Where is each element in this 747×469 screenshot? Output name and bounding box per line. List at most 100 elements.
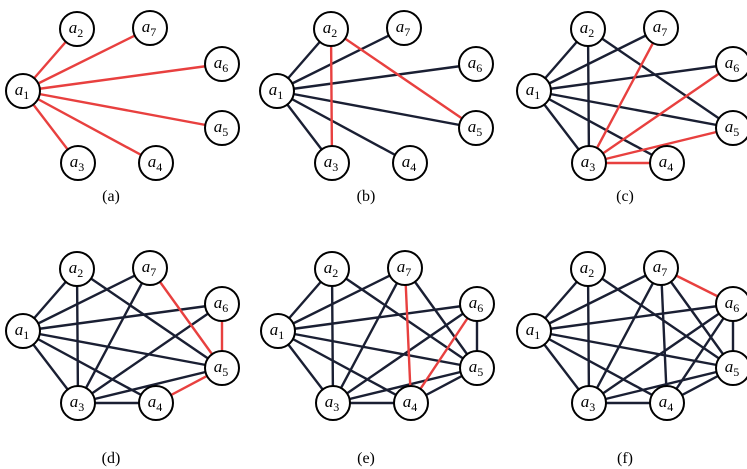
node-subscript: 5 — [222, 365, 228, 379]
edge-5-7 — [659, 266, 735, 370]
node-a1: a1 — [5, 73, 41, 109]
node-circle — [516, 73, 552, 109]
highlighted-edge-1-7 — [21, 26, 152, 93]
node-circle — [5, 313, 41, 349]
node-circle — [259, 73, 295, 109]
edge-2-3 — [586, 267, 591, 405]
node-a7: a7 — [643, 250, 679, 286]
node-a7: a7 — [387, 250, 423, 286]
node-subscript: 7 — [661, 25, 667, 39]
edge-3-7 — [76, 266, 152, 405]
node-a6: a6 — [204, 286, 240, 322]
node-circle — [315, 385, 351, 421]
node-subscript: 4 — [156, 400, 162, 414]
node-a4: a4 — [649, 385, 685, 421]
node-a2: a2 — [313, 11, 349, 47]
node-circle — [314, 145, 350, 181]
edge-1-5 — [275, 89, 478, 130]
highlighted-edge-4-7 — [403, 266, 413, 405]
node-a2: a2 — [59, 251, 95, 287]
highlighted-edge-5-7 — [148, 266, 224, 370]
node-subscript: 4 — [410, 160, 416, 174]
node-circle — [458, 46, 494, 82]
node-circle — [204, 350, 240, 386]
edge-2-3 — [75, 267, 80, 405]
node-circle — [132, 250, 168, 286]
node-subscript: 5 — [222, 125, 228, 139]
node-a4: a4 — [392, 145, 428, 181]
node-subscript: 1 — [277, 88, 283, 102]
node-subscript: 5 — [476, 125, 482, 139]
node-circle — [715, 286, 747, 322]
edge-3-5 — [331, 366, 479, 405]
node-a6: a6 — [459, 286, 495, 322]
node-a1: a1 — [260, 313, 296, 349]
node-a6: a6 — [715, 46, 747, 82]
node-a3: a3 — [315, 385, 351, 421]
edge-3-6 — [331, 302, 479, 405]
node-circle — [459, 286, 495, 322]
node-circle — [138, 145, 174, 181]
node-subscript: 5 — [733, 125, 739, 139]
node-subscript: 3 — [589, 400, 595, 414]
highlighted-edge-2-5 — [329, 27, 478, 130]
panel-caption: (b) — [357, 188, 376, 205]
highlighted-edge-3-6 — [587, 62, 735, 165]
node-subscript: 2 — [77, 266, 83, 280]
node-circle — [516, 313, 552, 349]
edge-4-7 — [659, 266, 669, 405]
highlighted-edge-3-7 — [587, 26, 663, 165]
edge-2-5 — [586, 27, 735, 130]
node-circle — [204, 46, 240, 82]
edge-3-5 — [587, 366, 735, 405]
edge-2-5 — [75, 267, 224, 370]
highlighted-edge-4-6 — [409, 302, 479, 405]
edge-1-7 — [21, 266, 152, 333]
node-circle — [459, 350, 495, 386]
node-subscript: 2 — [77, 26, 83, 40]
node-a5: a5 — [204, 110, 240, 146]
node-a6: a6 — [204, 46, 240, 82]
highlighted-edge-2-3 — [329, 27, 334, 165]
node-subscript: 7 — [150, 25, 156, 39]
node-a7: a7 — [132, 10, 168, 46]
edge-1-4 — [21, 329, 158, 405]
node-subscript: 1 — [534, 328, 540, 342]
node-subscript: 2 — [588, 26, 594, 40]
node-circle — [571, 385, 607, 421]
edge-1-7 — [532, 26, 663, 93]
panel-caption: (a) — [102, 188, 120, 205]
edge-2-3 — [586, 27, 591, 165]
edge-1-4 — [276, 329, 413, 405]
node-circle — [132, 10, 168, 46]
node-subscript: 3 — [333, 400, 339, 414]
node-a2: a2 — [314, 251, 350, 287]
edge-3-5 — [76, 366, 224, 405]
node-circle — [204, 286, 240, 322]
edge-3-6 — [587, 302, 735, 405]
node-a4: a4 — [138, 385, 174, 421]
node-subscript: 7 — [150, 265, 156, 279]
edge-2-5 — [586, 267, 735, 370]
node-subscript: 6 — [476, 61, 482, 75]
node-a5: a5 — [458, 110, 494, 146]
node-a1: a1 — [516, 313, 552, 349]
node-subscript: 3 — [78, 400, 84, 414]
node-circle — [715, 46, 747, 82]
edge-1-5 — [532, 329, 735, 370]
node-subscript: 4 — [156, 160, 162, 174]
node-subscript: 2 — [331, 26, 337, 40]
node-a7: a7 — [386, 10, 422, 46]
node-subscript: 4 — [667, 400, 673, 414]
node-a5: a5 — [204, 350, 240, 386]
node-a3: a3 — [314, 145, 350, 181]
node-a6: a6 — [715, 286, 747, 322]
edge-3-7 — [587, 266, 663, 405]
node-a3: a3 — [571, 385, 607, 421]
node-a2: a2 — [570, 251, 606, 287]
